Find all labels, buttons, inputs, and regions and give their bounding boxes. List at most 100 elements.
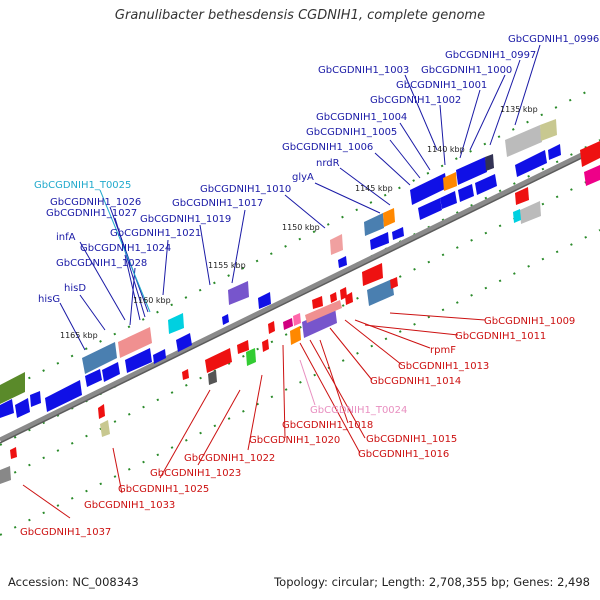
gene-label[interactable]: GbCGDNIH1_1001 <box>396 80 487 91</box>
gene-label[interactable]: GbCGDNIH1_1000 <box>421 65 512 76</box>
gene-block[interactable] <box>246 348 256 366</box>
gene-block[interactable] <box>367 279 394 306</box>
gene-block[interactable] <box>228 281 249 305</box>
gene-block[interactable] <box>515 187 529 205</box>
gene-block[interactable] <box>513 209 521 223</box>
gene-label[interactable]: infA <box>56 232 76 243</box>
gene-label[interactable]: GbCGDNIH1_1011 <box>455 331 546 342</box>
gene-block[interactable] <box>102 362 120 382</box>
gene-block[interactable] <box>330 234 343 255</box>
gene-label[interactable]: GbCGDNIH1_1028 <box>56 258 147 269</box>
gene-block[interactable] <box>153 349 166 364</box>
gene-label[interactable]: GbCGDNIH1_1003 <box>318 65 409 76</box>
gene-block[interactable] <box>100 420 110 437</box>
gene-block[interactable] <box>418 198 442 220</box>
tick-labels: 1135 kbp 1140 kbp 1145 kbp 1150 kbp 1155… <box>60 105 538 340</box>
gene-label[interactable]: hisD <box>64 283 86 294</box>
gene-label[interactable]: nrdR <box>316 158 340 169</box>
gene-label[interactable]: GbCGDNIH1_1016 <box>358 449 449 460</box>
gene-label[interactable]: GbCGDNIH1_1004 <box>316 112 407 123</box>
trna-label[interactable]: GbCGDNIH1_T0025 <box>34 180 131 191</box>
gene-label[interactable]: rpmF <box>430 345 456 356</box>
gene-block[interactable] <box>485 154 494 171</box>
gene-block[interactable] <box>125 348 152 373</box>
gene-label[interactable]: GbCGDNIH1_0997 <box>445 50 536 61</box>
gene-label[interactable]: GbCGDNIH1_1005 <box>306 127 397 138</box>
gene-block[interactable] <box>118 327 152 358</box>
gene-label[interactable]: GbCGDNIH1_1027 <box>46 208 137 219</box>
gene-label[interactable]: GbCGDNIH1_1014 <box>370 376 461 387</box>
gene-block[interactable] <box>505 125 542 157</box>
gene-block[interactable] <box>0 399 14 418</box>
gene-label[interactable]: GbCGDNIH1_1002 <box>370 95 461 106</box>
gene-block[interactable] <box>410 173 447 205</box>
gene-block[interactable] <box>30 391 41 407</box>
gene-block[interactable] <box>45 380 82 412</box>
gene-block[interactable] <box>268 321 275 334</box>
gene-block[interactable] <box>258 292 271 309</box>
gene-block[interactable] <box>392 227 404 240</box>
gene-block[interactable] <box>305 300 342 323</box>
gene-block[interactable] <box>0 372 25 404</box>
gene-label[interactable]: GbCGDNIH1_1009 <box>484 316 575 327</box>
gene-label[interactable]: GbCGDNIH1_1021 <box>110 228 201 239</box>
gene-label[interactable]: GbCGDNIH1_1037 <box>20 527 111 538</box>
gene-block[interactable] <box>262 339 269 352</box>
gene-block[interactable] <box>515 150 547 177</box>
gene-label[interactable]: glyA <box>292 172 314 183</box>
gene-block[interactable] <box>98 404 105 419</box>
gene-block[interactable] <box>82 342 117 374</box>
gene-label[interactable]: GbCGDNIH1_1013 <box>398 361 489 372</box>
gene-label[interactable]: GbCGDNIH1_1026 <box>50 197 141 208</box>
gene-block[interactable] <box>338 256 347 268</box>
gene-block[interactable] <box>475 174 497 195</box>
gene-block[interactable] <box>390 277 398 289</box>
gene-block[interactable] <box>290 326 301 345</box>
gene-block[interactable] <box>10 447 17 459</box>
gene-label[interactable]: GbCGDNIH1_1018 <box>282 420 373 431</box>
gene-block[interactable] <box>580 141 600 167</box>
gene-label[interactable]: hisG <box>38 294 60 305</box>
gene-block[interactable] <box>302 307 337 338</box>
gene-label[interactable]: GbCGDNIH1_1022 <box>184 453 275 464</box>
gene-block[interactable] <box>540 119 557 141</box>
gene-label[interactable]: GbCGDNIH1_1010 <box>200 184 291 195</box>
gene-label[interactable]: GbCGDNIH1_1006 <box>282 142 373 153</box>
gene-block[interactable] <box>458 184 474 202</box>
gene-block[interactable] <box>330 292 337 303</box>
gene-block[interactable] <box>208 370 217 385</box>
gene-block[interactable] <box>440 191 457 209</box>
gene-label[interactable]: GbCGDNIH1_1020 <box>249 435 340 446</box>
gene-label[interactable]: GbCGDNIH1_1017 <box>172 198 263 209</box>
gene-block[interactable] <box>0 466 11 484</box>
gene-block[interactable] <box>222 314 229 325</box>
gene-label[interactable]: GbCGDNIH1_1024 <box>80 243 171 254</box>
gene-block[interactable] <box>362 263 383 286</box>
gene-block[interactable] <box>584 165 600 186</box>
gene-block[interactable] <box>85 369 102 387</box>
gene-label[interactable]: GbCGDNIH1_1019 <box>140 214 231 225</box>
gene-block[interactable] <box>312 296 323 309</box>
gene-label[interactable]: GbCGDNIH1_1033 <box>84 500 175 511</box>
gene-block[interactable] <box>182 369 189 380</box>
gene-block[interactable] <box>456 157 487 185</box>
gene-block[interactable] <box>364 213 384 236</box>
gene-label[interactable]: GbCGDNIH1_0996 <box>508 34 599 45</box>
gene-label[interactable]: GbCGDNIH1_1015 <box>366 434 457 445</box>
gene-label[interactable]: GbCGDNIH1_1025 <box>118 484 209 495</box>
gene-label[interactable]: GbCGDNIH1_1023 <box>150 468 241 479</box>
gene-block[interactable] <box>548 144 561 160</box>
gene-block[interactable] <box>370 232 389 250</box>
gene-block[interactable] <box>293 313 301 326</box>
gene-block[interactable] <box>383 208 395 227</box>
trna-label[interactable]: GbCGDNIH1_T0024 <box>310 405 407 416</box>
gene-block[interactable] <box>15 398 30 418</box>
gene-block[interactable] <box>443 172 457 191</box>
gene-block[interactable] <box>237 340 249 354</box>
gene-block[interactable] <box>205 348 232 373</box>
gene-block[interactable] <box>176 333 192 352</box>
gene-block[interactable] <box>520 201 541 224</box>
gene-block[interactable] <box>283 318 293 330</box>
gene-block[interactable] <box>168 313 184 334</box>
gene-block[interactable] <box>345 292 353 305</box>
